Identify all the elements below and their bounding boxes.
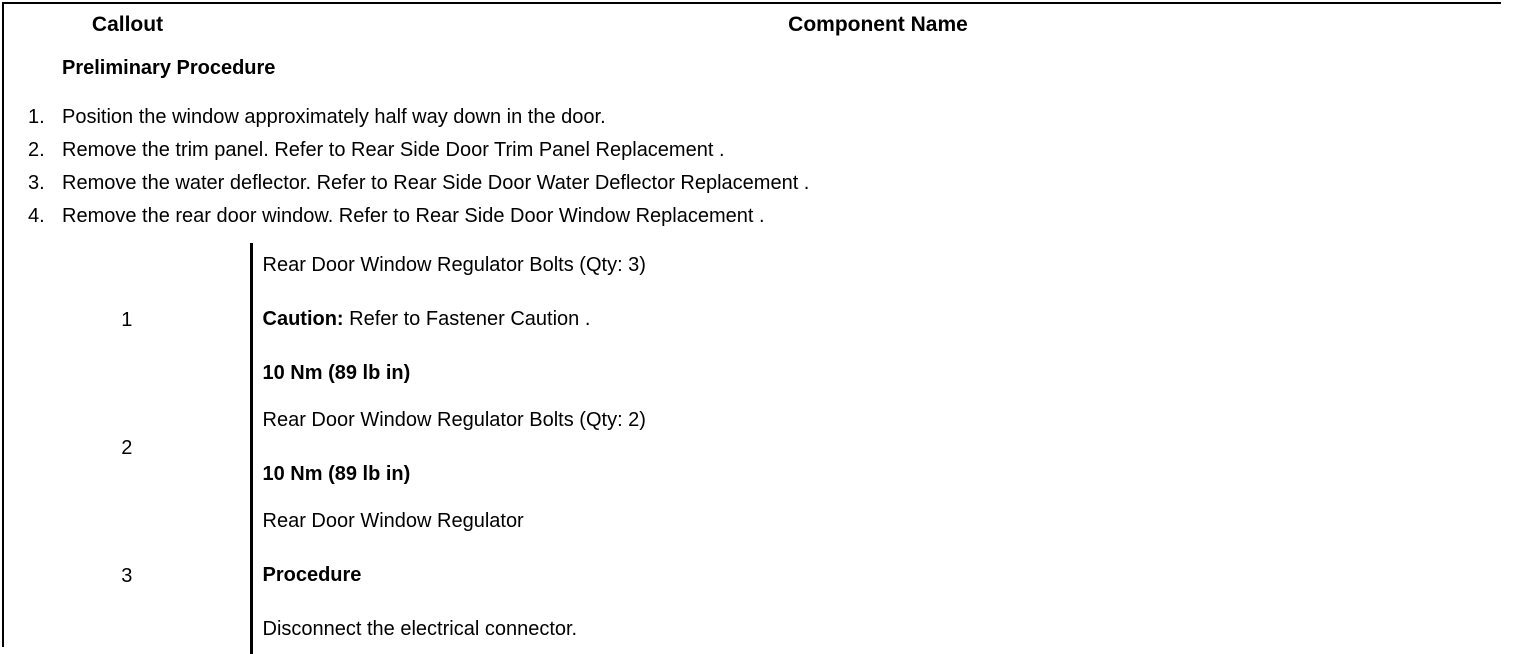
- preliminary-procedure-row: Preliminary Procedure 1. Position the wi…: [4, 45, 1505, 243]
- step-text: Remove the water deflector. Refer to Rea…: [62, 172, 810, 194]
- torque-spec: 10 Nm (89 lb in): [262, 362, 411, 384]
- component-description-cell: Rear Door Window Regulator Bolts (Qty: 3…: [251, 243, 1505, 398]
- preliminary-procedure-cell: Preliminary Procedure 1. Position the wi…: [4, 45, 1505, 243]
- step-text: Position the window approximately half w…: [62, 106, 606, 128]
- table-row: 2 Rear Door Window Regulator Bolts (Qty:…: [4, 398, 1505, 499]
- procedure-step-text: Disconnect the electrical connector.: [262, 618, 578, 640]
- preliminary-steps-list: 1. Position the window approximately hal…: [4, 101, 1505, 233]
- torque-spec: 10 Nm (89 lb in): [262, 463, 411, 485]
- table-row: 1 Rear Door Window Regulator Bolts (Qty:…: [4, 243, 1505, 398]
- step-number: 1.: [28, 106, 45, 128]
- column-header-component-name: Component Name: [788, 12, 968, 36]
- component-name-text: Rear Door Window Regulator Bolts (Qty: 3…: [262, 254, 646, 276]
- list-item: 3. Remove the water deflector. Refer to …: [4, 167, 1505, 200]
- caution-label: Caution:: [262, 308, 344, 330]
- preliminary-procedure-title: Preliminary Procedure: [62, 57, 276, 79]
- list-item: 2. Remove the trim panel. Refer to Rear …: [4, 134, 1505, 167]
- step-number: 3.: [28, 172, 45, 194]
- column-header-callout: Callout: [91, 12, 164, 36]
- procedure-label: Procedure: [262, 564, 362, 586]
- list-item: 1. Position the window approximately hal…: [4, 101, 1505, 134]
- component-name-text: Rear Door Window Regulator: [262, 510, 524, 532]
- component-description-cell: Rear Door Window Regulator Procedure Dis…: [251, 499, 1505, 654]
- service-procedure-table: Callout Component Name Preliminary Proce…: [4, 4, 1505, 654]
- component-description-cell: Rear Door Window Regulator Bolts (Qty: 2…: [251, 398, 1505, 499]
- table-row: 3 Rear Door Window Regulator Procedure D…: [4, 499, 1505, 654]
- table-header-row: Callout Component Name: [4, 4, 1505, 45]
- list-item: 4. Remove the rear door window. Refer to…: [4, 200, 1505, 233]
- step-number: 4.: [28, 205, 45, 227]
- caution-note: Caution: Refer to Fastener Caution .: [263, 307, 1506, 332]
- step-number: 2.: [28, 139, 45, 161]
- step-text: Remove the rear door window. Refer to Re…: [62, 205, 765, 227]
- callout-number: 1: [4, 243, 253, 398]
- component-name-text: Rear Door Window Regulator Bolts (Qty: 2…: [262, 409, 646, 431]
- callout-number: 2: [4, 398, 253, 499]
- step-text: Remove the trim panel. Refer to Rear Sid…: [62, 139, 725, 161]
- callout-number: 3: [4, 499, 253, 654]
- caution-text: Refer to Fastener Caution .: [343, 308, 591, 330]
